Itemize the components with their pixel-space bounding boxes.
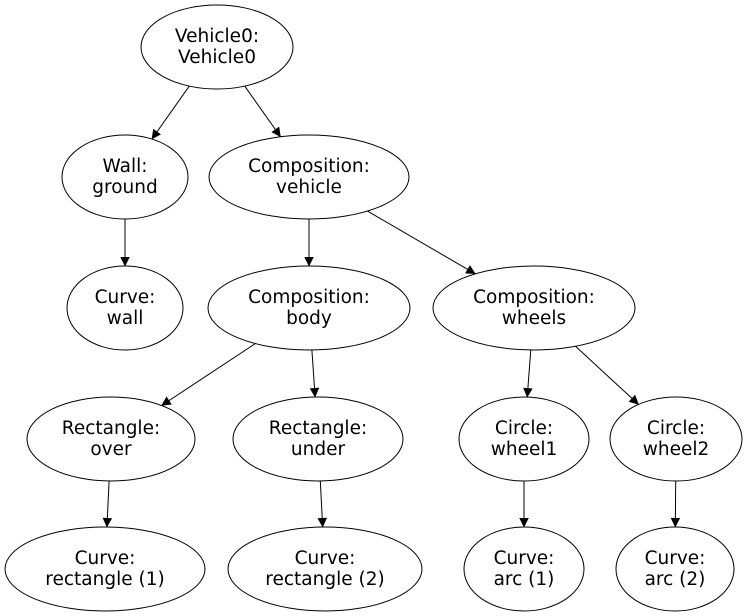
node-wall-ground: Wall:ground (61, 134, 189, 220)
node-label-line: Composition: (248, 156, 370, 177)
node-label-line: Circle: (495, 418, 553, 439)
node-label-line: Rectangle: (269, 418, 367, 439)
node-label-line: ground (92, 177, 157, 198)
node-label-line: Curve: (645, 548, 706, 569)
node-label-line: Vehicle0 (178, 47, 256, 68)
node-label-line: Circle: (647, 418, 705, 439)
node-label-line: rectangle (2) (265, 569, 384, 590)
node-label-line: vehicle (276, 177, 342, 198)
edge-vehicle0-to-comp-vehicle (244, 85, 281, 138)
node-rect-over: Rectangle:over (26, 396, 196, 482)
edge-comp-body-to-rect-over (161, 343, 256, 406)
node-label-line: arc (2) (645, 569, 706, 590)
node-label-line: over (90, 439, 132, 460)
node-label-line: Curve: (494, 548, 555, 569)
node-vehicle0: Vehicle0:Vehicle0 (140, 4, 294, 90)
node-label-line: wheel2 (643, 439, 710, 460)
node-label-line: body (286, 308, 332, 329)
node-curve-wall: Curve:wall (66, 265, 184, 351)
node-label-line: rectangle (1) (45, 569, 164, 590)
edge-comp-wheels-to-circle-wheel2 (575, 345, 639, 405)
node-label-line: Curve: (75, 548, 136, 569)
edge-rect-over-to-curve-rect1 (102, 480, 113, 528)
edge-rect-under-to-curve-rect2 (317, 480, 327, 528)
node-curve-rect1: Curve:rectangle (1) (4, 526, 206, 612)
node-label-line: wheels (502, 308, 566, 329)
node-label-line: wheel1 (491, 439, 558, 460)
node-rect-under: Rectangle:under (232, 396, 404, 482)
node-curve-arc2: Curve:arc (2) (615, 526, 735, 612)
node-ellipse (609, 396, 743, 482)
node-ellipse (432, 265, 636, 351)
node-comp-wheels: Composition:wheels (432, 265, 636, 351)
node-label-line: Wall: (103, 156, 148, 177)
node-label-line: arc (1) (494, 569, 555, 590)
node-label-line: Vehicle0: (175, 26, 259, 47)
edge-comp-body-to-rect-under (309, 349, 320, 398)
node-circle-wheel2: Circle:wheel2 (609, 396, 743, 482)
node-label-line: under (291, 439, 346, 460)
node-ellipse (26, 396, 196, 482)
node-comp-body: Composition:body (207, 265, 411, 351)
node-label-line: Curve: (95, 287, 156, 308)
edge-comp-vehicle-to-comp-wheels (367, 210, 476, 275)
node-comp-vehicle: Composition:vehicle (208, 134, 410, 220)
edge-comp-wheels-to-circle-wheel1 (523, 349, 533, 398)
edge-vehicle0-to-wall-ground (151, 85, 190, 140)
node-label-line: wall (107, 308, 144, 329)
node-curve-rect2: Curve:rectangle (2) (227, 526, 423, 612)
node-ellipse (140, 4, 294, 90)
node-label-line: Composition: (473, 287, 595, 308)
node-circle-wheel1: Circle:wheel1 (458, 396, 590, 482)
node-label-line: Composition: (248, 287, 370, 308)
node-label-line: Rectangle: (62, 418, 160, 439)
node-label-line: Curve: (295, 548, 356, 569)
node-curve-arc1: Curve:arc (1) (463, 526, 585, 612)
